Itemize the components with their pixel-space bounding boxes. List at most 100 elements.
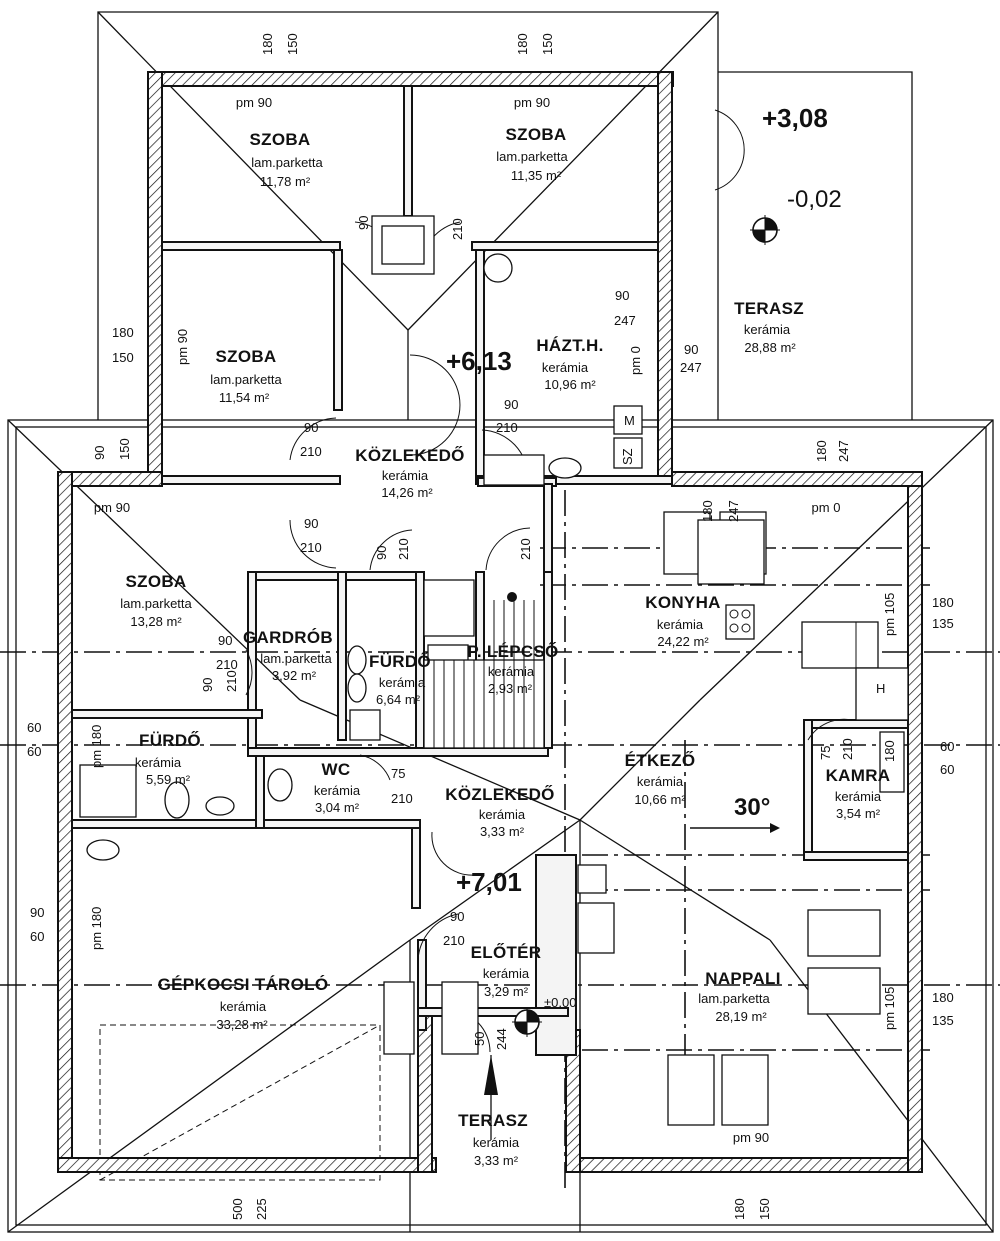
dim-label: 180 (932, 595, 954, 610)
dim-label: 244 (494, 1028, 509, 1050)
dim-label: pm 90 (514, 95, 550, 110)
entrance-arrow (484, 1055, 498, 1140)
dim-label: 210 (224, 670, 239, 692)
room-area: 11,54 m² (219, 390, 270, 405)
roof-pitch-arrow (690, 823, 780, 833)
dim-label: 180 (260, 33, 275, 55)
room-material: kerámia (220, 999, 267, 1014)
room-name: FÜRDŐ (369, 652, 431, 671)
fixtures (79, 215, 909, 1126)
level-ridge-b: +7,01 (456, 867, 522, 897)
room-area: 10,96 m² (544, 377, 596, 392)
level-marker-ground (750, 215, 780, 245)
room-area: 3,33 m² (480, 824, 525, 839)
appliance-label: M (624, 413, 635, 428)
dim-label: 135 (932, 616, 954, 631)
room-material: kerámia (483, 966, 530, 981)
dim-label: 210 (496, 420, 518, 435)
dim-label: 60 (27, 720, 41, 735)
room-terasz-top: TERASZ kerámia 28,88 m² (734, 299, 804, 355)
dim-label: 90 (30, 905, 44, 920)
dim-label: 500 (230, 1198, 245, 1220)
room-konyha: KONYHA kerámia 24,22 m² (645, 593, 720, 649)
room-material: lam.parketta (698, 991, 770, 1006)
dim-label: 210 (396, 538, 411, 560)
dim-label: 150 (112, 350, 134, 365)
room-material: kerámia (637, 774, 684, 789)
room-etkezo: ÉTKEZŐ kerámia 10,66 m² (625, 751, 696, 807)
room-material: lam.parketta (496, 149, 568, 164)
dim-label: 60 (940, 762, 954, 777)
roof-pitch-label: 30° (734, 794, 770, 821)
dim-label: 75 (391, 766, 405, 781)
dim-label: 247 (836, 440, 851, 462)
dim-label: 60 (30, 929, 44, 944)
room-kozlekedo-2: KÖZLEKEDŐ kerámia 3,33 m² (445, 785, 554, 839)
room-area: 3,29 m² (484, 984, 529, 999)
room-name: GARDRÓB (243, 628, 333, 647)
dim-label: 210 (840, 738, 855, 760)
dim-label: pm 105 (882, 987, 897, 1030)
room-area: 28,19 m² (715, 1009, 767, 1024)
dim-label: 247 (614, 313, 636, 328)
room-name: KÖZLEKEDŐ (445, 785, 554, 804)
interior-walls (71, 85, 909, 1056)
room-material: kerámia (542, 360, 589, 375)
room-material: kerámia (379, 675, 426, 690)
level-roof-top: +3,08 (762, 103, 828, 133)
dim-label: 90 (684, 342, 698, 357)
room-garazs: GÉPKOCSI TÁROLÓ kerámia 33,28 m² (158, 975, 329, 1032)
room-name: ELŐTÉR (471, 943, 542, 962)
dim-label: 150 (540, 33, 555, 55)
dim-label: pm 0 (628, 346, 643, 375)
dim-label: 225 (254, 1198, 269, 1220)
room-name: TERASZ (734, 299, 804, 318)
dim-label: 180 (700, 500, 715, 522)
dim-label: 90 (92, 446, 107, 460)
dim-label: 90 (356, 216, 371, 230)
level-labels: +3,08 -0,02 +6,13 +7,01 ±0,00 30° (446, 103, 842, 1010)
room-material: kerámia (744, 322, 791, 337)
dim-label: 90 (504, 397, 518, 412)
dim-label: 180 (732, 1198, 747, 1220)
dim-label: pm 180 (89, 725, 104, 768)
dim-label: 50 (472, 1032, 487, 1046)
dim-label: 180 (515, 33, 530, 55)
room-name: SZOBA (506, 125, 567, 144)
room-haztartasi: HÁZT.H. kerámia 10,96 m² (536, 336, 603, 392)
room-material: kerámia (479, 807, 526, 822)
room-name: FÜRDŐ (139, 731, 201, 750)
room-area: 11,35 m² (511, 168, 562, 183)
dim-label: 180 (932, 990, 954, 1005)
room-area: 3,04 m² (315, 800, 360, 815)
room-material: lam.parketta (260, 651, 332, 666)
level-entry: ±0,00 (544, 995, 576, 1010)
room-material: lam.parketta (251, 155, 323, 170)
staircase (423, 592, 545, 749)
room-area: 3,54 m² (836, 806, 881, 821)
room-name: KONYHA (645, 593, 720, 612)
dim-label: 210 (391, 791, 413, 806)
room-material: kerámia (135, 755, 182, 770)
room-name: GÉPKOCSI TÁROLÓ (158, 975, 329, 994)
room-name: NAPPALI (705, 969, 780, 988)
dim-label: 90 (304, 420, 318, 435)
room-material: lam.parketta (210, 372, 282, 387)
dim-label: 90 (374, 546, 389, 560)
dim-label: 75 (818, 746, 833, 760)
room-area: 28,88 m² (744, 340, 796, 355)
room-area: 13,28 m² (130, 614, 182, 629)
level-ground-terrace: -0,02 (787, 186, 842, 213)
dim-label: 90 (450, 909, 464, 924)
dim-label: 180 (814, 440, 829, 462)
room-name: WC (322, 760, 351, 779)
appliance-label: SZ (620, 448, 635, 465)
room-name: ÉTKEZŐ (625, 751, 696, 770)
dim-label: pm 90 (236, 95, 272, 110)
room-area: 5,59 m² (146, 772, 191, 787)
level-ridge-a: +6,13 (446, 346, 512, 376)
room-lepcso: P. LÉPCSŐ kerámia 2,93 m² (467, 642, 558, 696)
dim-label: pm 0 (812, 500, 841, 515)
room-labels: SZOBA lam.parketta 11,78 m² SZOBA lam.pa… (120, 125, 890, 1168)
room-area: 2,93 m² (488, 681, 533, 696)
